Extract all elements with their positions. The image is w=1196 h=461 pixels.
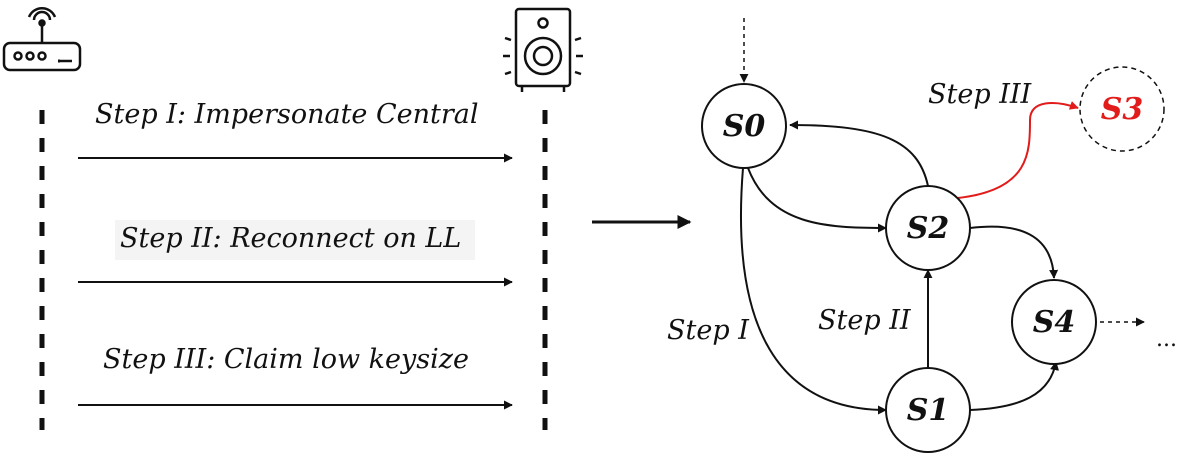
state-node-s2: S2 bbox=[885, 185, 971, 271]
edge-s2-to-s4 bbox=[969, 225, 1059, 279]
edge-s2-to-s0 bbox=[789, 120, 929, 187]
state-label-s0: S0 bbox=[723, 109, 766, 144]
step2-label-highlight bbox=[115, 220, 475, 260]
state-label-s4: S4 bbox=[1033, 305, 1076, 340]
edge-label-step1: Step I bbox=[667, 315, 750, 346]
state-node-s1: S1 bbox=[885, 367, 971, 453]
state-label-s2: S2 bbox=[907, 211, 950, 246]
edge-s2-to-s3 bbox=[957, 101, 1079, 199]
state-node-s0: S0 bbox=[701, 83, 787, 169]
state-label-s1: S1 bbox=[907, 393, 950, 428]
state-node-s4: S4 bbox=[1011, 279, 1097, 365]
state-node-s3: S3 bbox=[1079, 66, 1165, 152]
continuation-ellipsis: ... bbox=[1156, 327, 1177, 352]
step3-message-label: Step III: Claim low keysize bbox=[103, 344, 469, 375]
wifi-router-icon bbox=[2, 7, 82, 72]
state-label-s3: S3 bbox=[1101, 92, 1144, 127]
step2-message-label: Step II: Reconnect on LL bbox=[120, 223, 461, 254]
edge-s1-to-s4 bbox=[969, 361, 1059, 411]
step1-message-label: Step I: Impersonate Central bbox=[95, 99, 479, 130]
edge-label-step2: Step II bbox=[818, 305, 912, 336]
edge-s0-to-s2 bbox=[747, 167, 887, 233]
speaker-icon bbox=[503, 7, 583, 92]
edge-label-step3: Step III bbox=[928, 79, 1033, 110]
edge-s0-to-s1 bbox=[739, 167, 887, 415]
